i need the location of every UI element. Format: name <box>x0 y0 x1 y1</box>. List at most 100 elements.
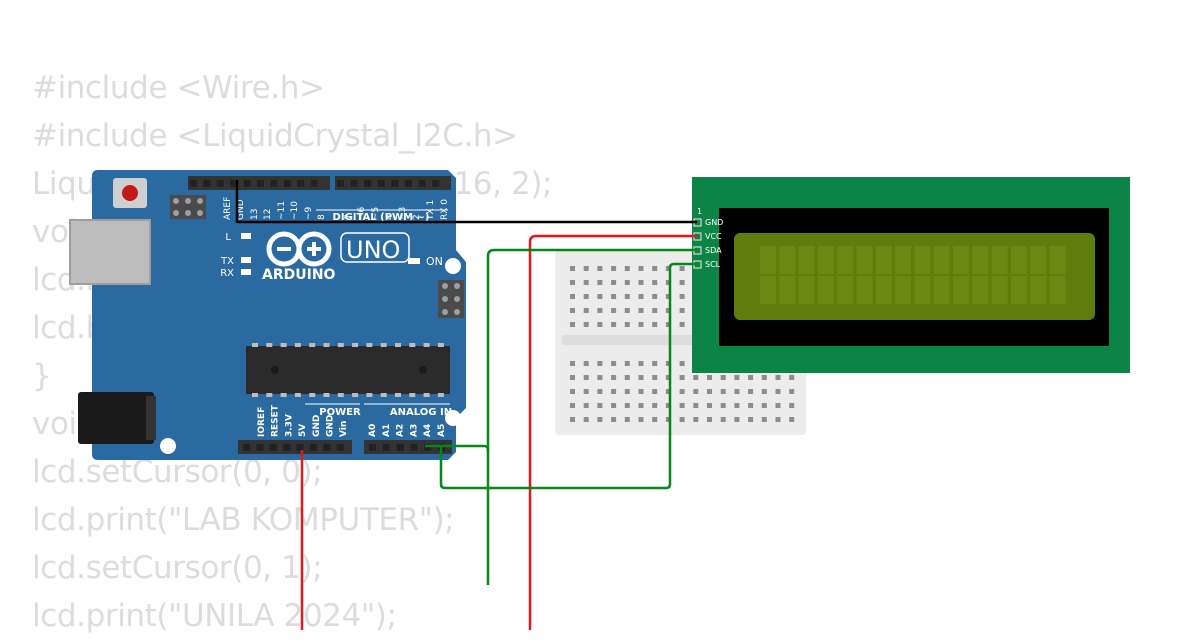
breadboard-hole <box>665 403 671 408</box>
lcd-cell <box>875 276 892 304</box>
header-pin[interactable] <box>369 444 376 451</box>
chip-pin <box>352 393 359 397</box>
header-pin[interactable] <box>216 180 224 187</box>
header-pin[interactable] <box>283 444 291 451</box>
icsp-header-top <box>170 195 206 219</box>
header-pin[interactable] <box>410 444 418 451</box>
breadboard-hole <box>679 266 685 271</box>
header-pin[interactable] <box>256 444 264 451</box>
header-pin[interactable] <box>310 444 317 451</box>
breadboard-hole <box>652 322 658 327</box>
breadboard-hole <box>570 266 575 271</box>
digital-pin-label: ~5 <box>371 207 381 220</box>
digital-pin-label: GND <box>236 199 246 220</box>
chip-pin <box>252 393 258 397</box>
breadboard-hole <box>679 403 685 408</box>
header-pin[interactable] <box>283 180 291 187</box>
breadboard-hole <box>583 361 589 366</box>
header-pin[interactable] <box>432 180 440 187</box>
wire-vcc-red[interactable] <box>528 234 697 630</box>
breadboard-hole <box>679 417 685 422</box>
breadboard-hole <box>665 322 671 327</box>
wire-scl-green[interactable] <box>437 262 697 490</box>
lcd-cell <box>856 276 873 304</box>
lcd-cell <box>991 246 1008 274</box>
breadboard-hole <box>679 294 685 299</box>
header-pin[interactable] <box>297 180 305 187</box>
header-pin[interactable] <box>364 180 372 187</box>
digital-pin-label: 7 <box>344 214 354 220</box>
header-pin[interactable] <box>337 180 344 187</box>
breadboard-hole <box>789 403 795 408</box>
header-pin[interactable] <box>336 444 344 451</box>
breadboard-hole <box>775 417 781 422</box>
header-pin[interactable] <box>269 444 277 451</box>
arduino-logo-icon <box>266 231 332 267</box>
chip-pin <box>409 343 416 347</box>
breadboard-hole <box>583 375 589 380</box>
wire-gnd-black[interactable] <box>235 180 697 224</box>
breadboard-hole <box>693 403 699 408</box>
header-pin[interactable] <box>203 180 211 187</box>
breadboard-hole <box>570 403 575 408</box>
breadboard-hole <box>665 375 671 380</box>
breadboard-hole <box>789 417 795 422</box>
lcd-cell <box>914 276 931 304</box>
wire-5v-green[interactable] <box>425 444 490 585</box>
chip-pin <box>252 343 258 347</box>
header-pin[interactable] <box>377 180 385 187</box>
chip-pin <box>437 343 444 347</box>
chip-pins <box>252 343 444 397</box>
mounting-hole <box>160 438 176 454</box>
header-pin[interactable] <box>405 180 412 187</box>
breadboard-hole <box>570 389 575 394</box>
wire-sda-green[interactable] <box>486 248 697 452</box>
breadboard-hole <box>638 280 644 285</box>
breadboard-hole <box>707 403 712 408</box>
chip-dot <box>271 366 279 374</box>
breadboard-hole <box>583 294 589 299</box>
header-pin[interactable] <box>243 444 250 451</box>
led-tx <box>241 257 251 263</box>
breadboard-hole <box>707 389 712 394</box>
breadboard-hole <box>611 266 617 271</box>
header-pin[interactable] <box>396 444 404 451</box>
lcd-pin1-label: 1 <box>697 207 702 216</box>
lcd-cell <box>914 246 931 274</box>
header-pin[interactable] <box>350 180 358 187</box>
lcd-cell <box>991 276 1008 304</box>
header-pin[interactable] <box>323 444 331 451</box>
header-pin[interactable] <box>418 180 426 187</box>
breadboard-hole <box>597 375 603 380</box>
breadboard-hole <box>611 375 617 380</box>
reset-button-cap[interactable] <box>122 185 138 201</box>
code-line: #include <LiquidCrystal_I2C.h> <box>32 118 518 154</box>
header-pin[interactable] <box>190 180 197 187</box>
breadboard-hole <box>652 308 658 313</box>
breadboard-hole <box>583 266 589 271</box>
breadboard-hole <box>652 417 658 422</box>
header-pin[interactable] <box>257 180 264 187</box>
header-pin[interactable] <box>296 444 304 451</box>
breadboard-hole <box>707 375 712 380</box>
breadboard-hole <box>597 361 603 366</box>
header-pin[interactable] <box>382 444 390 451</box>
breadboard-hole <box>679 375 685 380</box>
breadboard-hole <box>652 361 658 366</box>
header-pin[interactable] <box>230 180 238 187</box>
usb-port[interactable] <box>69 219 151 285</box>
breadboard-hole <box>665 389 671 394</box>
chip-pin <box>309 343 316 347</box>
header-pin[interactable] <box>310 180 318 187</box>
header-pin[interactable] <box>270 180 278 187</box>
power-jack[interactable] <box>78 392 154 444</box>
breadboard-hole <box>570 375 575 380</box>
header-pin[interactable] <box>391 180 399 187</box>
header-pin[interactable] <box>243 180 251 187</box>
lcd-cell <box>779 246 796 274</box>
power-pin-label: Vin <box>339 421 349 437</box>
breadboard-hole <box>638 361 644 366</box>
header-pin[interactable] <box>424 444 432 451</box>
